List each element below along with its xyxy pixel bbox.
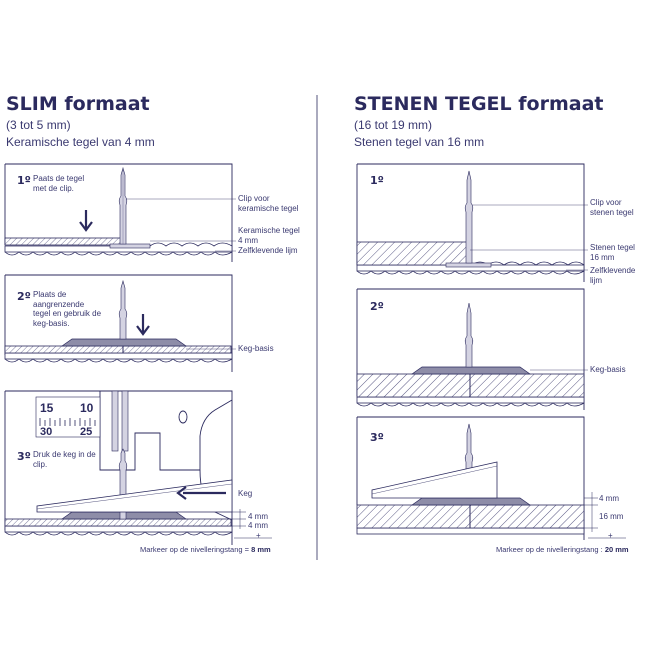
left-label-clip: Clip voor keramische tegel	[238, 194, 299, 213]
ruler-bottom-1: 30	[40, 426, 52, 438]
right-subtitle-tile: Stenen tegel van 16 mm	[354, 135, 485, 149]
left-label-tile: Keramische tegel 4 mm	[238, 226, 300, 245]
right-label-tile: Stenen tegel 16 mm	[590, 243, 635, 262]
right-panel-1	[356, 163, 588, 282]
left-label-glue: Zelfklevende lijm	[238, 246, 298, 255]
left-title: SLIM formaat	[6, 93, 150, 115]
left-subtitle-tile: Keramische tegel van 4 mm	[6, 135, 155, 149]
right-panel-2	[356, 288, 588, 410]
right-dim-plus: +	[608, 531, 613, 540]
right-step-3-number: 3º	[370, 431, 384, 444]
left-step-3-text: Druk de keg in de clip.	[33, 450, 96, 469]
right-label-clip: Clip voor stenen tegel	[590, 198, 634, 217]
right-subtitle-range: (16 tot 19 mm)	[354, 118, 433, 132]
left-dim-2: 4 mm	[248, 521, 268, 530]
left-subtitle-range: (3 tot 5 mm)	[6, 118, 71, 132]
right-marker-note: Markeer op de nivelleringstang : 20 mm	[496, 545, 629, 554]
left-step-1-number: 1º	[17, 174, 31, 187]
right-step-1-number: 1º	[370, 174, 384, 187]
left-label-base: Keg-basis	[238, 344, 274, 353]
ruler-top-1: 15	[40, 401, 54, 415]
right-dim-2: 16 mm	[599, 512, 624, 521]
left-label-wedge: Keg	[238, 489, 253, 498]
left-step-1-text: Paats de tegel met de clip.	[33, 174, 85, 193]
right-step-2-number: 2º	[370, 300, 384, 313]
left-step-2-text: Plaats de aangrenzende tegel en gebruik …	[33, 290, 102, 328]
left-panel-3	[4, 390, 272, 545]
ruler-bottom-2: 25	[80, 426, 92, 438]
left-dim-1: 4 mm	[248, 512, 268, 521]
left-step-2-number: 2º	[17, 290, 31, 303]
right-label-base: Keg-basis	[590, 365, 626, 374]
right-label-glue: Zelfklevende lijm	[590, 266, 636, 285]
left-panel-1	[4, 163, 236, 262]
right-title: STENEN TEGEL formaat	[354, 93, 604, 115]
left-dim-plus: +	[256, 531, 261, 540]
right-dim-1: 4 mm	[599, 494, 619, 503]
left-step-3-number: 3º	[17, 450, 31, 463]
left-panel-2	[4, 274, 236, 372]
ruler-top-2: 10	[80, 401, 94, 415]
left-marker-note: Markeer op de nivelleringstang = 8 mm	[140, 545, 271, 554]
right-panel-3	[356, 416, 626, 540]
